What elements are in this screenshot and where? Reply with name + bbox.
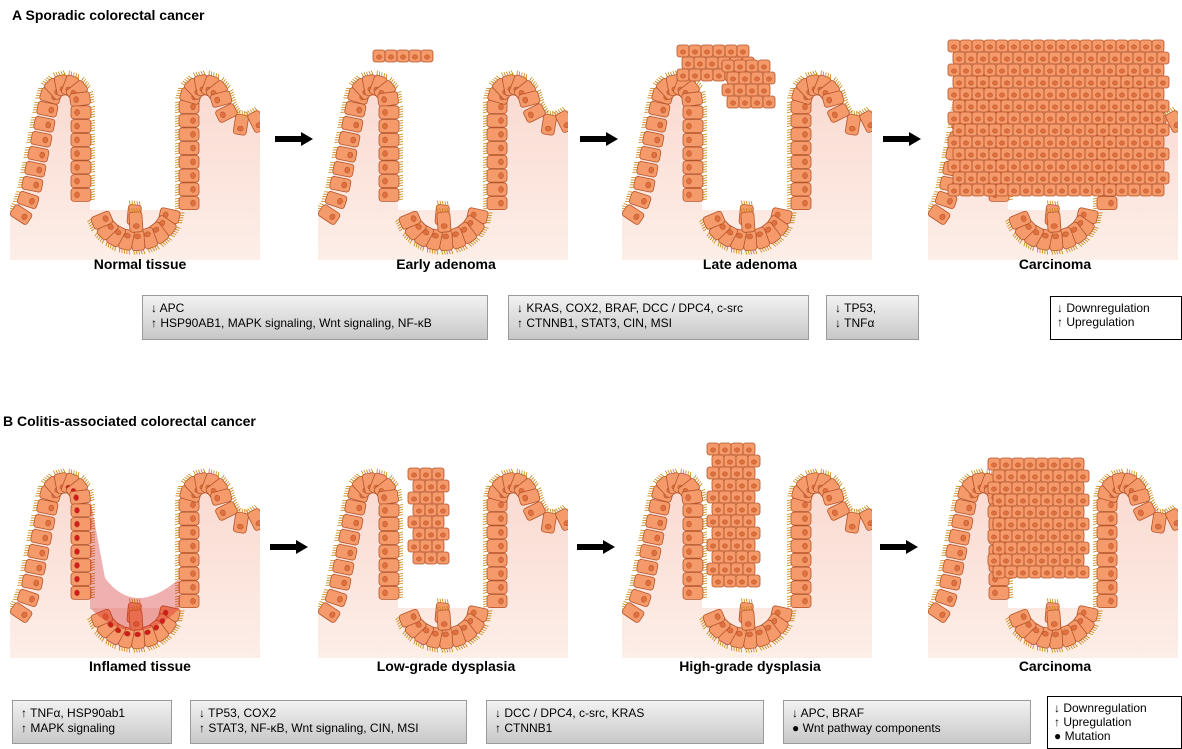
gene-box-line: ↓ APC	[151, 301, 479, 316]
legend-up: ↑ Upregulation	[1057, 315, 1175, 329]
gene-box-line: ↑ TNFα, HSP90ab1	[21, 706, 163, 721]
arrow-icon	[270, 540, 308, 554]
gene-box-b2: ↓ TP53, COX2 ↑ STAT3, NF-κB, Wnt signali…	[190, 700, 467, 744]
gene-box-line: ↓ TP53, COX2	[199, 706, 458, 721]
stage-early-adenoma	[318, 30, 568, 260]
stage-carcinoma-a	[928, 30, 1178, 260]
gene-box-line: ↑ CTNNB1, STAT3, CIN, MSI	[517, 316, 800, 331]
gene-box-a2: ↓ KRAS, COX2, BRAF, DCC / DPC4, c-src ↑ …	[508, 295, 809, 340]
gene-box-a1: ↓ APC ↑ HSP90AB1, MAPK signaling, Wnt si…	[142, 295, 488, 340]
stage-label-low-grade-dysplasia: Low-grade dysplasia	[321, 658, 571, 674]
gene-box-b1: ↑ TNFα, HSP90ab1 ↑ MAPK signaling	[12, 700, 172, 744]
gene-box-line: ↓ APC, BRAF	[792, 706, 1022, 721]
legend-b: ↓ Downregulation ↑ Upregulation ● Mutati…	[1047, 696, 1182, 749]
gene-box-line: ● Wnt pathway components	[792, 721, 1022, 736]
gene-box-line: ↓ TP53,	[835, 301, 910, 316]
stage-label-late-adenoma: Late adenoma	[625, 256, 875, 272]
stage-label-early-adenoma: Early adenoma	[321, 256, 571, 272]
stage-label-normal-tissue: Normal tissue	[15, 256, 265, 272]
legend-a: ↓ Downregulation ↑ Upregulation	[1050, 296, 1182, 340]
gene-box-b3: ↓ DCC / DPC4, c-src, KRAS ↑ CTNNB1	[486, 700, 764, 744]
gene-box-line: ↓ TNFα	[835, 316, 910, 331]
gene-box-a3: ↓ TP53, ↓ TNFα	[826, 295, 919, 340]
stage-label-high-grade-dysplasia: High-grade dysplasia	[625, 658, 875, 674]
legend-mutation: ● Mutation	[1054, 729, 1175, 743]
gene-box-line: ↑ STAT3, NF-κB, Wnt signaling, CIN, MSI	[199, 721, 458, 736]
panel-a-title: A Sporadic colorectal cancer	[12, 7, 204, 23]
arrow-icon	[577, 540, 615, 554]
stage-low-grade-dysplasia	[318, 428, 568, 658]
stage-late-adenoma	[622, 30, 872, 260]
gene-box-line: ↑ MAPK signaling	[21, 721, 163, 736]
gene-box-line: ↑ CTNNB1	[495, 721, 755, 736]
legend-down: ↓ Downregulation	[1057, 301, 1175, 315]
stage-inflamed-tissue	[10, 428, 260, 658]
stage-high-grade-dysplasia	[622, 428, 872, 658]
gene-box-line: ↑ HSP90AB1, MAPK signaling, Wnt signalin…	[151, 316, 479, 331]
legend-down: ↓ Downregulation	[1054, 701, 1175, 715]
stage-label-carcinoma-b: Carcinoma	[930, 658, 1180, 674]
stage-label-inflamed-tissue: Inflamed tissue	[15, 658, 265, 674]
arrow-icon	[580, 132, 618, 146]
stage-normal-tissue	[10, 30, 260, 260]
gene-box-line: ↓ DCC / DPC4, c-src, KRAS	[495, 706, 755, 721]
gene-box-line: ↓ KRAS, COX2, BRAF, DCC / DPC4, c-src	[517, 301, 800, 316]
stage-carcinoma-b	[928, 428, 1178, 658]
stage-label-carcinoma-a: Carcinoma	[930, 256, 1180, 272]
arrow-icon	[880, 540, 918, 554]
arrow-icon	[883, 132, 921, 146]
gene-box-b4: ↓ APC, BRAF ● Wnt pathway components	[783, 700, 1031, 744]
arrow-icon	[275, 132, 313, 146]
panel-b-title: B Colitis-associated colorectal cancer	[3, 413, 256, 429]
legend-up: ↑ Upregulation	[1054, 715, 1175, 729]
